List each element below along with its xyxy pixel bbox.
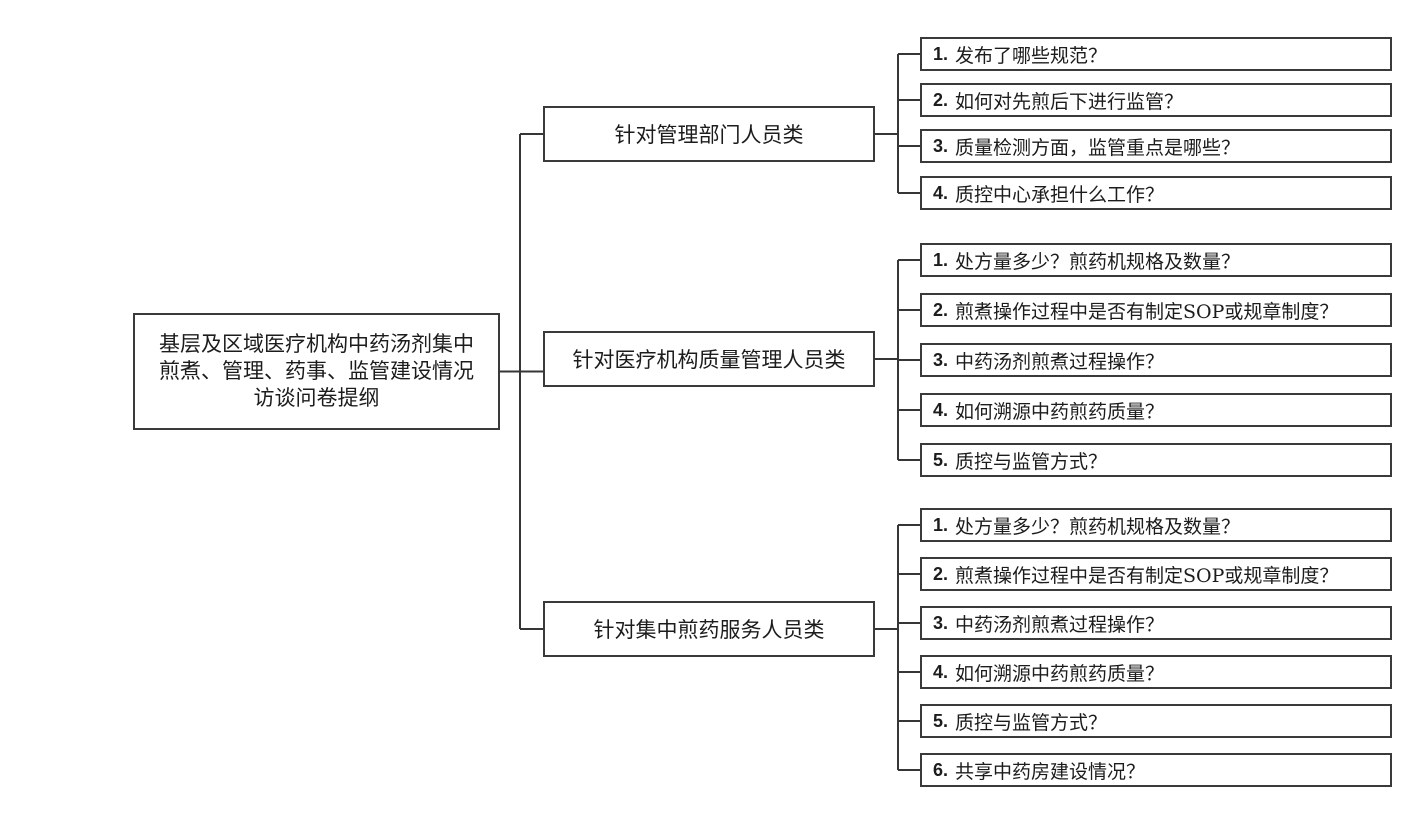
question-box: 4. 如何溯源中药煎药质量？: [920, 393, 1392, 427]
question-box: 2. 煎煮操作过程中是否有制定SOP或规章制度？: [920, 293, 1392, 327]
branch-node-management-dept: 针对管理部门人员类: [543, 106, 875, 162]
branch-node-decoction-service: 针对集中煎药服务人员类: [543, 601, 875, 657]
root-node: 基层及区域医疗机构中药汤剂集中 煎煮、管理、药事、监管建设情况 访谈问卷提纲: [133, 313, 500, 430]
question-text: 中药汤剂煎煮过程操作？: [955, 350, 1165, 373]
question-box: 1. 处方量多少？煎药机规格及数量？: [920, 508, 1392, 542]
question-text: 质控中心承担什么工作？: [955, 183, 1165, 206]
branch-label: 针对管理部门人员类: [614, 123, 804, 147]
question-text: 发布了哪些规范？: [955, 44, 1108, 67]
question-box: 5. 质控与监管方式？: [920, 443, 1392, 477]
question-box: 3. 质量检测方面，监管重点是哪些？: [920, 129, 1392, 163]
question-box: 2. 如何对先煎后下进行监管？: [920, 83, 1392, 117]
question-text: 煎煮操作过程中是否有制定SOP或规章制度？: [955, 300, 1339, 323]
question-box: 3. 中药汤剂煎煮过程操作？: [920, 606, 1392, 640]
question-box: 2. 煎煮操作过程中是否有制定SOP或规章制度？: [920, 557, 1392, 591]
question-text: 处方量多少？煎药机规格及数量？: [955, 250, 1241, 273]
question-text: 煎煮操作过程中是否有制定SOP或规章制度？: [955, 564, 1339, 587]
question-box: 1. 处方量多少？煎药机规格及数量？: [920, 243, 1392, 277]
question-number: 1.: [933, 249, 949, 270]
question-number: 2.: [933, 563, 949, 584]
question-box: 1. 发布了哪些规范？: [920, 37, 1392, 71]
question-box: 4. 质控中心承担什么工作？: [920, 176, 1392, 210]
question-text: 如何溯源中药煎药质量？: [955, 662, 1165, 685]
branch-label: 针对医疗机构质量管理人员类: [572, 348, 846, 372]
question-text: 质控与监管方式？: [955, 450, 1108, 473]
question-number: 5.: [933, 710, 949, 731]
branch-node-quality-management: 针对医疗机构质量管理人员类: [543, 331, 875, 387]
question-number: 2.: [933, 299, 949, 320]
question-number: 4.: [933, 399, 949, 420]
question-box: 5. 质控与监管方式？: [920, 704, 1392, 738]
question-text: 如何溯源中药煎药质量？: [955, 400, 1165, 423]
question-box: 3. 中药汤剂煎煮过程操作？: [920, 343, 1392, 377]
question-number: 5.: [933, 449, 949, 470]
root-title-line: 煎煮、管理、药事、监管建设情况: [159, 359, 474, 383]
question-number: 3.: [933, 135, 949, 156]
root-title-line: 访谈问卷提纲: [253, 386, 380, 410]
question-text: 共享中药房建设情况？: [955, 760, 1146, 783]
question-text: 处方量多少？煎药机规格及数量？: [955, 515, 1241, 538]
question-box: 4. 如何溯源中药煎药质量？: [920, 655, 1392, 689]
question-text: 质量检测方面，监管重点是哪些？: [955, 136, 1241, 159]
question-number: 4.: [933, 182, 949, 203]
question-number: 2.: [933, 89, 949, 110]
question-number: 1.: [933, 43, 949, 64]
question-number: 1.: [933, 514, 949, 535]
question-text: 质控与监管方式？: [955, 711, 1108, 734]
branch-label: 针对集中煎药服务人员类: [593, 618, 825, 642]
question-box: 6. 共享中药房建设情况？: [920, 753, 1392, 787]
question-number: 3.: [933, 612, 949, 633]
root-title-line: 基层及区域医疗机构中药汤剂集中: [159, 332, 474, 356]
question-number: 3.: [933, 349, 949, 370]
question-text: 如何对先煎后下进行监管？: [955, 90, 1184, 113]
question-text: 中药汤剂煎煮过程操作？: [955, 613, 1165, 636]
question-number: 4.: [933, 661, 949, 682]
question-number: 6.: [933, 759, 949, 780]
